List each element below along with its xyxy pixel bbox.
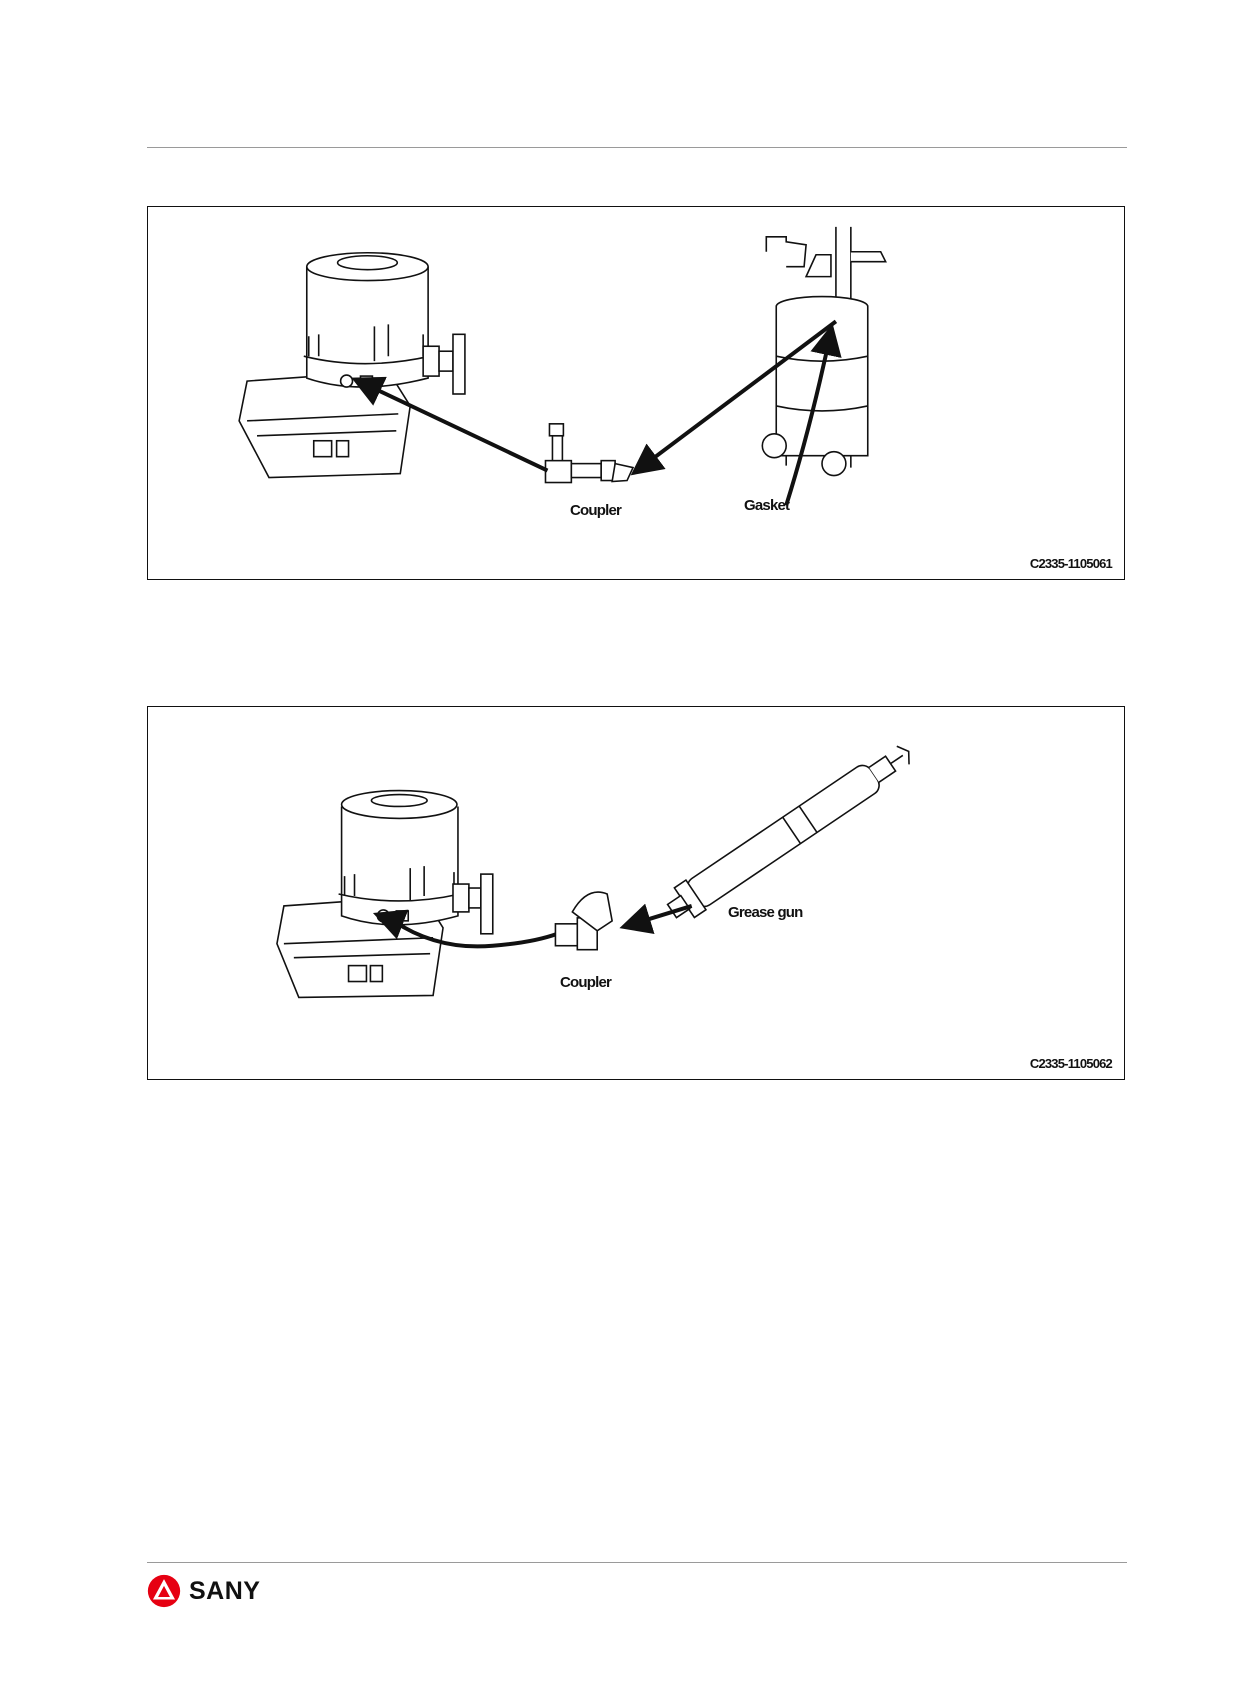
- flow-arrows: [372, 903, 693, 940]
- figure-1-illustration: [238, 226, 887, 506]
- coupler-label: Coupler: [570, 502, 622, 519]
- compressor-unit-drawing: [276, 789, 494, 999]
- compressor-unit-drawing: [238, 251, 466, 479]
- sany-logo-icon: [147, 1574, 181, 1608]
- figure-2-illustration: [276, 745, 910, 999]
- grease-gun-label: Grease gun: [728, 904, 803, 921]
- brand-logo: SANY: [147, 1571, 260, 1611]
- gasket-label: Gasket: [744, 497, 790, 514]
- figure-compressor-coupler-grease-gun: Grease gun Coupler C2335-1105062: [147, 706, 1125, 1080]
- coupler-drawing: [554, 891, 614, 951]
- coupler-label: Coupler: [560, 974, 612, 991]
- coupler-drawing: [544, 423, 635, 484]
- header-rule: [147, 147, 1127, 148]
- hose-drawing: [392, 919, 559, 949]
- grease-tank-drawing: [761, 226, 887, 477]
- grease-gun-drawing: [666, 745, 910, 919]
- figure-code: C2335-1105062: [1029, 1056, 1113, 1071]
- brand-name: SANY: [189, 1576, 261, 1605]
- figure-compressor-coupler-tank: Coupler Gasket C2335-1105061: [147, 206, 1125, 580]
- footer-rule: [147, 1562, 1127, 1563]
- figure-code: C2335-1105061: [1029, 556, 1113, 571]
- flow-arrows: [351, 319, 842, 506]
